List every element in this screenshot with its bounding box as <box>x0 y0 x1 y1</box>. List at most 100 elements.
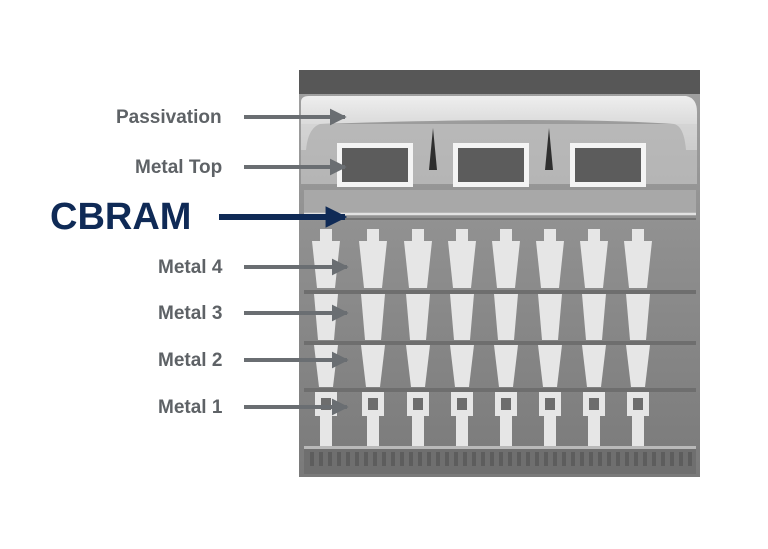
metal-1-window <box>633 398 643 410</box>
substrate-contact <box>481 452 485 466</box>
substrate-contact <box>355 452 359 466</box>
sem-top-band <box>299 70 700 94</box>
substrate-contact <box>652 452 656 466</box>
contact-plug <box>412 416 424 446</box>
substrate-contact <box>445 452 449 466</box>
metal-2-segment <box>361 345 385 387</box>
interconnect-stack <box>359 229 387 446</box>
metal-3-segment <box>314 294 338 340</box>
metal-2-segment <box>538 345 562 387</box>
metal-2-segment <box>406 345 430 387</box>
metal-top-layer <box>337 128 646 187</box>
passivation-layer <box>301 96 697 150</box>
interface-line <box>304 290 696 294</box>
metal-4-segment <box>359 241 387 288</box>
substrate-contact <box>571 452 575 466</box>
substrate-contact <box>589 452 593 466</box>
contact-plug <box>367 416 379 446</box>
metal-4-segment <box>312 241 340 288</box>
substrate-contact <box>616 452 620 466</box>
substrate-contacts <box>310 452 692 466</box>
metal-3-segment <box>626 294 650 340</box>
substrate-contact <box>382 452 386 466</box>
metal-1-window <box>413 398 423 410</box>
metal-4-segment <box>404 241 432 288</box>
metal-4-segment <box>492 241 520 288</box>
passivation-seam <box>429 128 437 170</box>
passivation-seam <box>545 128 553 170</box>
via-cap <box>456 229 468 241</box>
substrate-contact <box>580 452 584 466</box>
substrate-top-edge <box>304 446 696 449</box>
metal-3-segment <box>361 294 385 340</box>
metal-4-segment <box>624 241 652 288</box>
metal-3-segment <box>494 294 518 340</box>
metal-2-segment <box>626 345 650 387</box>
via-cap <box>320 229 332 241</box>
label-metal-4: Metal 4 <box>158 256 223 278</box>
interconnect-stack <box>448 229 476 446</box>
substrate-contact <box>499 452 503 466</box>
cbram-region <box>304 190 696 214</box>
metal-1-window <box>545 398 555 410</box>
sem-image <box>299 70 700 477</box>
contact-plug <box>500 416 512 446</box>
interconnect-stack <box>492 229 520 446</box>
metal-3-segment <box>582 294 606 340</box>
via-cap <box>632 229 644 241</box>
metal-2-segment <box>494 345 518 387</box>
substrate-contact <box>598 452 602 466</box>
label-arrows <box>219 108 349 416</box>
interconnect-stacks <box>312 229 652 446</box>
substrate-contact <box>508 452 512 466</box>
contact-plug <box>632 416 644 446</box>
substrate-contact <box>436 452 440 466</box>
metal-1-window <box>368 398 378 410</box>
interface-line <box>304 388 696 392</box>
via-cap <box>588 229 600 241</box>
substrate-contact <box>634 452 638 466</box>
substrate-contact <box>454 452 458 466</box>
label-metal-1: Metal 1 <box>158 396 223 418</box>
metal-3-segment <box>450 294 474 340</box>
dielectric-interfaces <box>304 290 696 392</box>
label-cbram: CBRAM <box>50 196 192 238</box>
metal-3-segment <box>538 294 562 340</box>
metal-1-window <box>457 398 467 410</box>
metal-top-pad-core <box>342 148 408 182</box>
metal-2-segment <box>450 345 474 387</box>
label-metal-2: Metal 2 <box>158 349 223 371</box>
substrate-contact <box>679 452 683 466</box>
substrate-contact <box>607 452 611 466</box>
substrate-contact <box>562 452 566 466</box>
metal-4-segment <box>448 241 476 288</box>
metal-1-window <box>501 398 511 410</box>
interconnect-stack <box>312 229 340 446</box>
substrate-contact <box>418 452 422 466</box>
substrate-contact <box>490 452 494 466</box>
substrate-contact <box>310 452 314 466</box>
label-metal-3: Metal 3 <box>158 302 223 324</box>
interconnect-stack <box>536 229 564 446</box>
via-cap <box>367 229 379 241</box>
contact-plug <box>320 416 332 446</box>
substrate-contact <box>670 452 674 466</box>
substrate-contact <box>643 452 647 466</box>
substrate-contact <box>661 452 665 466</box>
label-passivation: Passivation <box>116 106 222 128</box>
substrate-contact <box>553 452 557 466</box>
metal-2-segment <box>582 345 606 387</box>
contact-plug <box>588 416 600 446</box>
substrate-contact <box>337 452 341 466</box>
contact-plug <box>544 416 556 446</box>
substrate-contact <box>373 452 377 466</box>
via-cap <box>412 229 424 241</box>
substrate-contact <box>346 452 350 466</box>
via-cap <box>500 229 512 241</box>
substrate-contact <box>544 452 548 466</box>
substrate-contact <box>364 452 368 466</box>
substrate-contact <box>463 452 467 466</box>
interface-line <box>304 341 696 345</box>
